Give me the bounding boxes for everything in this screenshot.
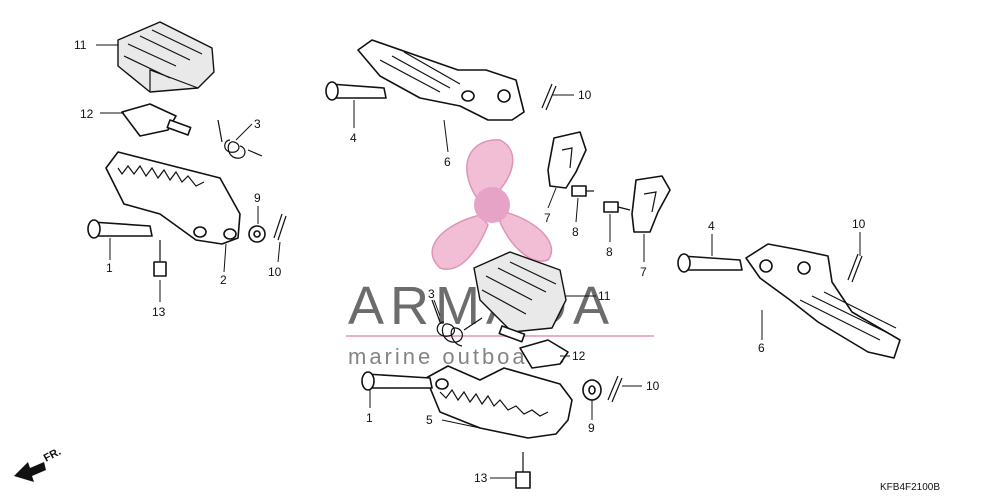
label-4-right: 4 xyxy=(708,219,715,233)
label-10-center: 10 xyxy=(646,379,660,393)
cotter-pin-part-10-upper xyxy=(541,83,557,111)
pin-part-1-center xyxy=(361,371,433,391)
cotter-pin-part-10-left xyxy=(273,213,287,241)
bolt-part-8-a xyxy=(571,185,594,197)
diagram-code: KFB4F2100B xyxy=(880,482,940,493)
label-8-b: 8 xyxy=(606,245,613,259)
step-part-5 xyxy=(425,365,573,439)
label-7-a: 7 xyxy=(544,211,551,225)
cotter-pin-part-10-center xyxy=(607,375,623,403)
bolt-part-13-left xyxy=(153,240,167,277)
label-2: 2 xyxy=(220,273,227,287)
cotter-pin-part-10-right xyxy=(847,253,863,283)
label-5: 5 xyxy=(426,413,433,427)
watermark: ARMADA marine outboards xyxy=(346,139,654,369)
pin-part-4-right xyxy=(677,253,743,273)
part-labels: 11 12 3 9 10 1 2 13 4 6 10 7 8 8 7 4 10 … xyxy=(74,38,866,485)
label-10-upper: 10 xyxy=(578,88,592,102)
label-4-upper: 4 xyxy=(350,131,357,145)
label-13-left: 13 xyxy=(152,305,166,319)
label-1-center: 1 xyxy=(366,411,373,425)
label-11-left: 11 xyxy=(74,38,87,52)
leader-lines xyxy=(96,44,861,479)
pin-part-1-left xyxy=(87,219,153,239)
label-9-left: 9 xyxy=(254,191,261,205)
label-12-left: 12 xyxy=(80,107,94,121)
bracket-part-7-b xyxy=(631,175,671,233)
label-3-left: 3 xyxy=(254,117,261,131)
step-bar-part-6-upper xyxy=(357,39,525,121)
footpeg-rubber-part-11-center xyxy=(473,251,567,333)
washer-part-9-center xyxy=(582,379,602,401)
footpeg-rubber-part-11-left xyxy=(117,21,215,93)
step-part-2 xyxy=(105,151,241,245)
plate-part-12-center xyxy=(498,325,569,369)
spring-part-3-center xyxy=(431,299,483,347)
pin-part-4-upper xyxy=(325,81,387,101)
label-11-center: 11 xyxy=(598,289,611,303)
label-13-center: 13 xyxy=(474,471,488,485)
label-10-right: 10 xyxy=(852,217,866,231)
label-12-center: 12 xyxy=(572,349,586,363)
label-6-upper: 6 xyxy=(444,155,451,169)
washer-part-9-left xyxy=(248,225,266,243)
bracket-part-7-a xyxy=(547,131,587,189)
label-7-b: 7 xyxy=(640,265,647,279)
label-8-a: 8 xyxy=(572,225,579,239)
front-direction-arrow-icon: FR. xyxy=(14,446,63,482)
bolt-part-13-center xyxy=(515,452,531,489)
spring-part-3-left xyxy=(217,119,263,159)
bolt-part-8-b xyxy=(603,201,631,213)
label-10-left: 10 xyxy=(268,265,282,279)
label-9-center: 9 xyxy=(588,421,595,435)
propeller-logo-icon xyxy=(431,139,553,270)
plate-part-12-left xyxy=(121,103,192,137)
step-bar-part-6-right xyxy=(745,243,901,359)
label-6-right: 6 xyxy=(758,341,765,355)
front-direction-label: FR. xyxy=(42,446,63,465)
label-3-center: 3 xyxy=(428,287,435,301)
label-1-left: 1 xyxy=(106,261,113,275)
